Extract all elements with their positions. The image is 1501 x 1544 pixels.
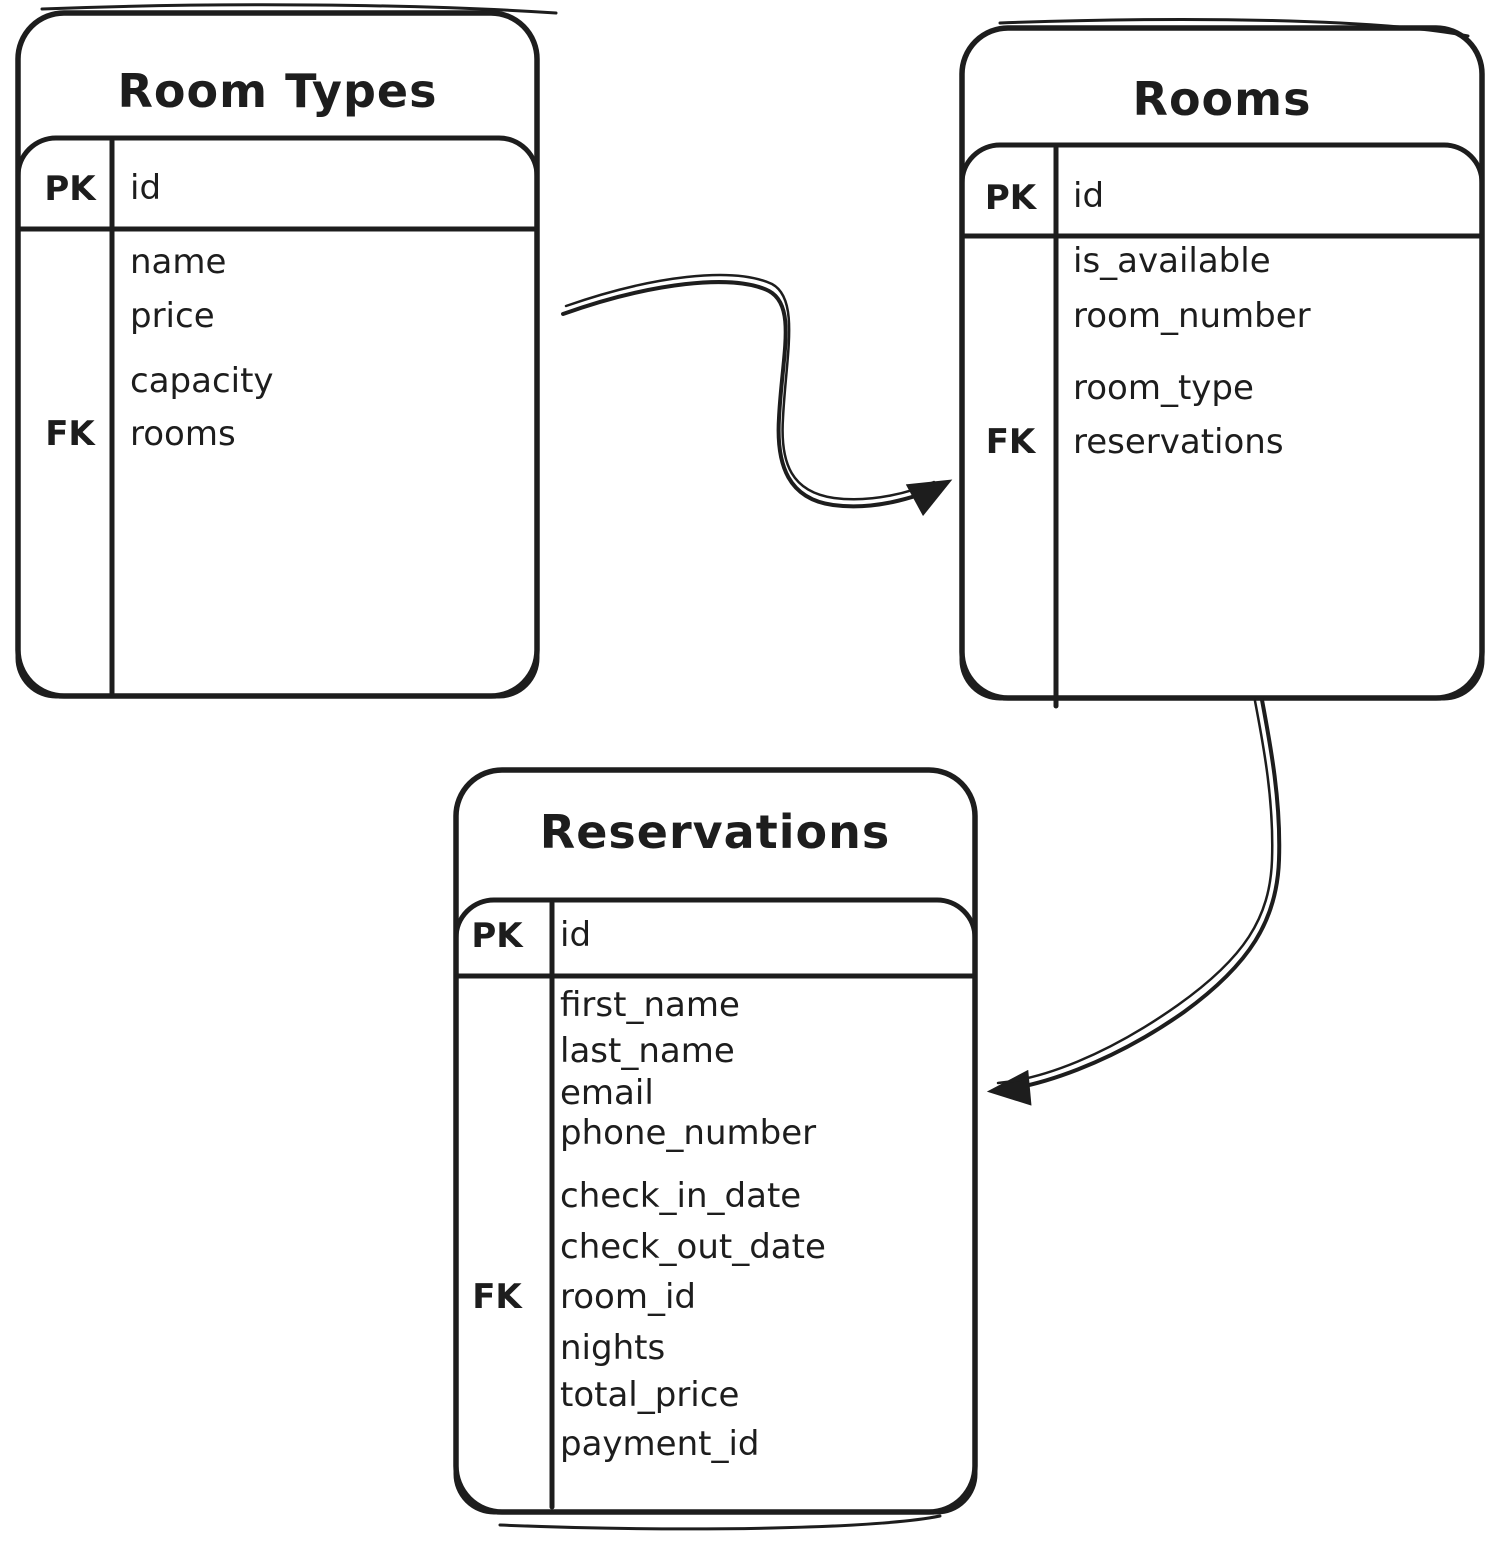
- rooms-sketch-stroke: [998, 17, 1470, 38]
- reservations-title: Reservations: [539, 805, 891, 859]
- reservations-field-total-price: total_price: [560, 1375, 740, 1415]
- relation-room-types-to-rooms-arrow[interactable]: [561, 273, 953, 517]
- rooms-outer-border[interactable]: [959, 25, 1485, 701]
- rooms-pk-label: PK: [984, 178, 1037, 218]
- relation-room-types-to-rooms-line[interactable]: [561, 280, 953, 517]
- room-types-field-capacity: capacity: [130, 361, 274, 401]
- reservations-field-payment-id: payment_id: [560, 1424, 760, 1464]
- reservations-pk-field: id: [560, 915, 592, 955]
- reservations-field-phone-number: phone_number: [560, 1113, 817, 1153]
- table-reservations-frame[interactable]: [453, 767, 978, 1531]
- rooms-field-room-type: room_type: [1073, 368, 1254, 408]
- room-types-field-price: price: [130, 296, 215, 336]
- room-types-title: Room Types: [117, 64, 438, 118]
- reservations-field-first-name: first_name: [560, 985, 740, 1025]
- rooms-field-room-number: room_number: [1073, 296, 1311, 336]
- reservations-attributes-border[interactable]: [453, 897, 978, 1515]
- room-types-pk-field: id: [130, 168, 162, 208]
- rooms-title: Rooms: [1132, 72, 1312, 126]
- reservations-field-check-in-date: check_in_date: [560, 1176, 802, 1216]
- room-types-field-rooms: rooms: [130, 414, 236, 454]
- table-rooms-frame[interactable]: [959, 17, 1485, 709]
- room-types-pk-label: PK: [44, 169, 96, 209]
- relation-rooms-to-reservations-sketch: [996, 699, 1274, 1085]
- room-types-field-name: name: [130, 242, 227, 282]
- rooms-attributes-border[interactable]: [959, 142, 1485, 701]
- rooms-pk-field: id: [1073, 176, 1105, 216]
- rooms-fk-label: FK: [985, 422, 1036, 462]
- relation-rooms-to-reservations-arrow[interactable]: [986, 698, 1282, 1106]
- table-room-types-frame[interactable]: [15, 3, 558, 699]
- reservations-sketch-stroke: [498, 1514, 942, 1531]
- reservations-field-email: email: [560, 1073, 654, 1113]
- reservations-pk-label: PK: [471, 916, 523, 956]
- reservations-field-nights: nights: [560, 1328, 666, 1368]
- room-types-fk-label: FK: [45, 414, 95, 454]
- relation-rooms-to-reservations-line[interactable]: [986, 698, 1282, 1106]
- relation-room-types-to-rooms-sketch: [564, 273, 936, 501]
- reservations-fk-label: FK: [472, 1277, 522, 1317]
- rooms-field-reservations: reservations: [1073, 422, 1284, 462]
- reservations-field-check-out-date: check_out_date: [560, 1227, 826, 1267]
- reservations-field-last-name: last_name: [560, 1031, 735, 1071]
- room-types-sketch-stroke: [40, 3, 558, 15]
- room-types-attributes-border[interactable]: [15, 135, 540, 699]
- reservations-field-room-id: room_id: [560, 1277, 696, 1317]
- rooms-field-is-available: is_available: [1073, 241, 1271, 281]
